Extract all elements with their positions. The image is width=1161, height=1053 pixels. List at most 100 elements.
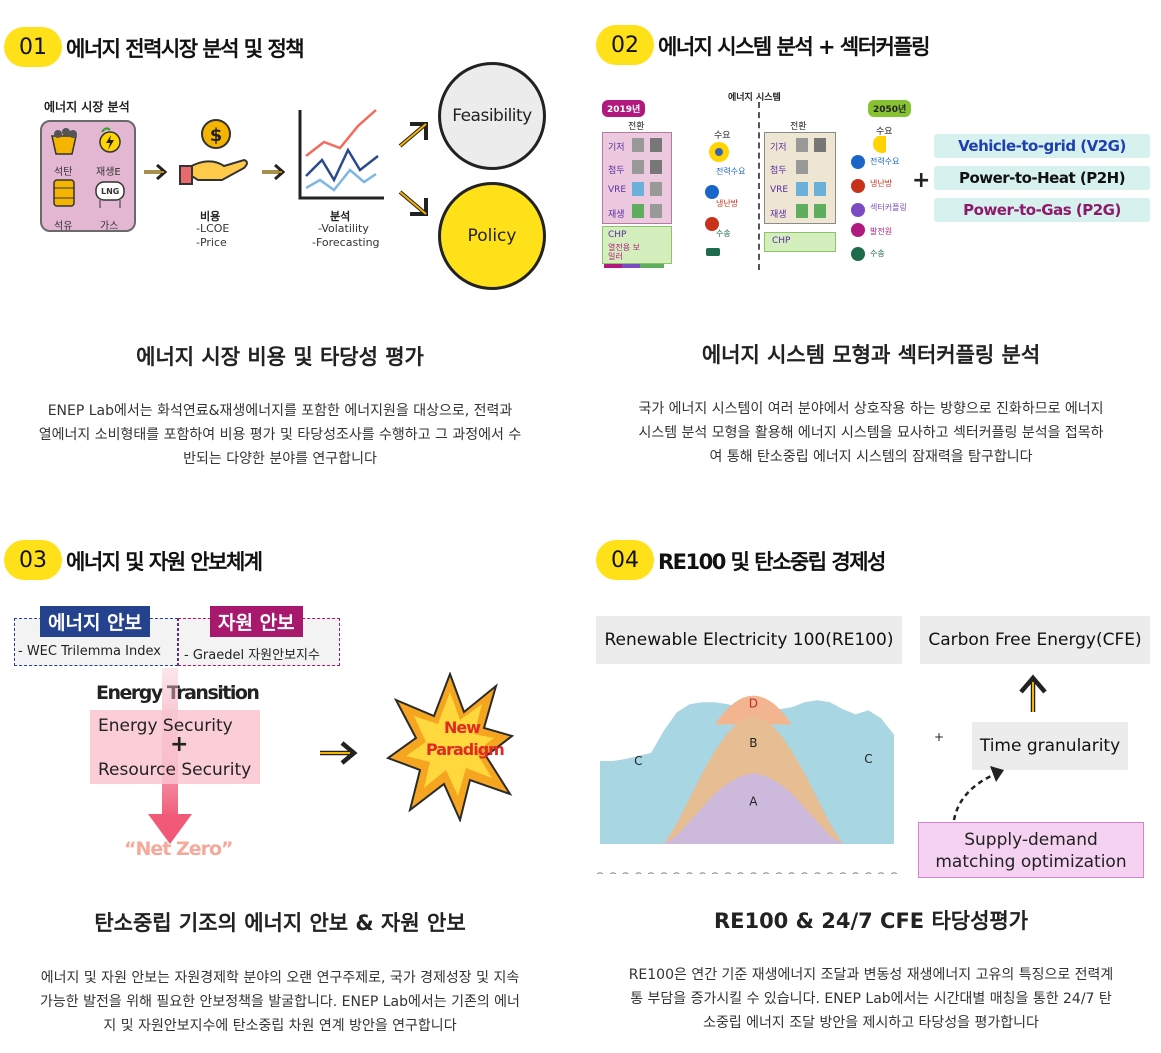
fuel-label-gas: 가스 [100, 221, 119, 232]
x-tick-label: 1:00 [609, 872, 618, 874]
resource-security-tag: 자원 안보 [210, 606, 303, 637]
feasibility-circle: Feasibility [438, 62, 546, 170]
left-demand-item: 전력수요 [716, 167, 746, 176]
demand-label-right: 수요 [876, 127, 893, 137]
x-tick-label: 17:00 [813, 872, 822, 874]
x-tick-label: 16:00 [801, 872, 810, 874]
x-tick-label: 19:00 [839, 872, 848, 874]
x-tick-label: 8:00 [698, 872, 707, 874]
plant-icons-right [796, 138, 826, 218]
x-tick-label: 9:00 [711, 872, 720, 874]
left-row-label: VRE [608, 185, 627, 195]
section-subtitle: 에너지 시스템 모형과 섹터커플링 분석 [701, 343, 1041, 367]
plant-icons [632, 138, 662, 218]
year-left-badge: 2019년 [602, 100, 646, 117]
x-tick-label: 13:00 [762, 872, 771, 874]
x-tick-label: 18:00 [826, 872, 835, 874]
series-label-B: B [749, 736, 757, 750]
coupling-label: Power-to-Heat (P2H) [958, 169, 1126, 187]
arrow-right-icon [320, 741, 358, 765]
right-row-label: 기저 [770, 143, 787, 153]
demand-label: 수요 [714, 131, 731, 141]
right-demand-item: 발전원 [870, 227, 893, 236]
graedel-label: - Graedel 자원안보지수 [184, 648, 320, 663]
x-tick-label: 11:00 [737, 872, 746, 874]
desc-line: 통 부담을 증가시킬 수 있습니다. ENEP Lab에서는 시간대별 매칭을 … [630, 991, 1112, 1007]
analysis-item-forecasting: -Forecasting [312, 236, 380, 249]
policy-circle: Policy [438, 182, 546, 290]
desc-line: 소중립 에너지 조달 방안을 제시하고 타당성을 평가합니다 [703, 1015, 1039, 1031]
left-demand-item: 수송 [716, 229, 731, 238]
section-subtitle: 탄소중립 기조의 에너지 안보 & 자원 안보 [94, 911, 466, 935]
right-demand-item: 수송 [870, 249, 885, 258]
left-row-label: 첨두 [608, 166, 625, 176]
conversion-label-right: 전환 [790, 122, 807, 132]
energy-security-figure: 에너지 안보 자원 안보 - WEC Trilemma Index - Grae… [10, 604, 550, 864]
time-granularity-box: Time granularity [972, 722, 1128, 770]
system-label: 에너지 시스템 [728, 93, 781, 103]
plus-sign: + [170, 732, 189, 757]
right-demand-item: 냉난방 [870, 179, 893, 188]
section-number-badge: 01 [4, 27, 62, 67]
left-chp-label: CHP [608, 230, 627, 240]
resource-security-label: Resource Security [98, 760, 252, 780]
policy-label: Policy [467, 226, 517, 246]
cost-title: 비용 [200, 210, 221, 223]
feasibility-label: Feasibility [452, 106, 532, 126]
area-series-D [715, 695, 792, 725]
desc-line: 열에너지 소비형태를 포함하여 비용 평가 및 타당성조사를 수행하고 그 과정… [38, 427, 522, 443]
coal-icon [51, 128, 77, 155]
coupling-label: Power-to-Gas (P2G) [963, 201, 1121, 219]
x-tick-label: 23:00 [890, 872, 899, 874]
x-tick-label: 6:00 [673, 872, 682, 874]
demand-icons-right [851, 136, 886, 261]
coupling-p2h: Power-to-Heat (P2H) [934, 166, 1150, 190]
analysis-item-volatility: -Volatility [318, 222, 369, 235]
right-row-label: 재생 [770, 210, 787, 220]
oil-barrel-icon [53, 179, 75, 207]
right-row-label: 첨두 [770, 166, 787, 176]
x-tick-label: 2:00 [622, 872, 631, 874]
security-box [90, 710, 260, 784]
left-heat-label: 열전용 보일러 [608, 243, 640, 261]
section-number-badge: 04 [596, 540, 654, 580]
x-tick-label: 20:00 [852, 872, 861, 874]
renewable-icon [99, 127, 121, 153]
section-subtitle: RE100 & 24/7 CFE 타당성평가 [713, 909, 1029, 933]
arrow-up-right-icon [398, 122, 428, 148]
analysis-line-chart-icon [298, 109, 384, 200]
energy-system-figure: 에너지 시스템 2019년 2050년 전환 기저 첨두 VRE 재생 CHP … [598, 86, 1154, 276]
section-heading: RE100 및 탄소중립 경제성 [658, 550, 886, 574]
plus-sign: + [934, 730, 945, 744]
burst-label-line2: Paradigm [426, 740, 505, 759]
desc-line: 여 통해 탄소중립 에너지 시스템의 잠재력을 탐구합니다 [709, 449, 1033, 465]
x-tick-label: 3:00 [634, 872, 643, 874]
fuel-label-oil: 석유 [54, 221, 73, 232]
section-description: RE100은 연간 기준 재생에너지 조달과 변동성 재생에너지 고유의 특징으… [591, 963, 1151, 1035]
legend-dots [604, 264, 664, 268]
supply-demand-box: Supply-demand matching optimization [918, 822, 1144, 878]
dashed-arrow-icon [952, 766, 1004, 821]
series-label-A: A [749, 795, 758, 809]
fuel-icons [51, 127, 125, 208]
desc-line: 반되는 다양한 분야를 연구합니다 [183, 451, 377, 467]
series-label-D: D [749, 696, 758, 710]
desc-line: 가능한 발전을 위해 필요한 안보정책을 발굴합니다. ENEP Lab에서는 … [40, 994, 520, 1010]
x-tick-label: 7:00 [685, 872, 694, 874]
demand-icons [705, 142, 729, 256]
x-tick-label: 21:00 [864, 872, 873, 874]
coupling-v2g: Vehicle-to-grid (V2G) [934, 134, 1150, 158]
re100-box: Renewable Electricity 100(RE100) [596, 616, 902, 664]
year-right-badge: 2050년 [868, 100, 912, 117]
section-number-badge: 03 [4, 540, 62, 580]
area-series-A [600, 773, 894, 844]
arrow-up-icon [1019, 674, 1047, 712]
desc-line: RE100은 연간 기준 재생에너지 조달과 변동성 재생에너지 고유의 특징으… [628, 967, 1114, 983]
section-description: 에너지 및 자원 안보는 자원경제학 분야의 오랜 연구주제로, 국가 경제성장… [0, 966, 560, 1038]
desc-line: 국가 에너지 시스템이 여러 분야에서 상호작용 하는 방향으로 진화하므로 에… [638, 401, 1104, 417]
lng-tank-icon [95, 181, 125, 208]
right-row-label: VRE [770, 185, 789, 195]
new-paradigm-burst [386, 672, 514, 822]
x-tick-label: 4:00 [647, 872, 656, 874]
section-number-badge: 02 [596, 25, 654, 65]
